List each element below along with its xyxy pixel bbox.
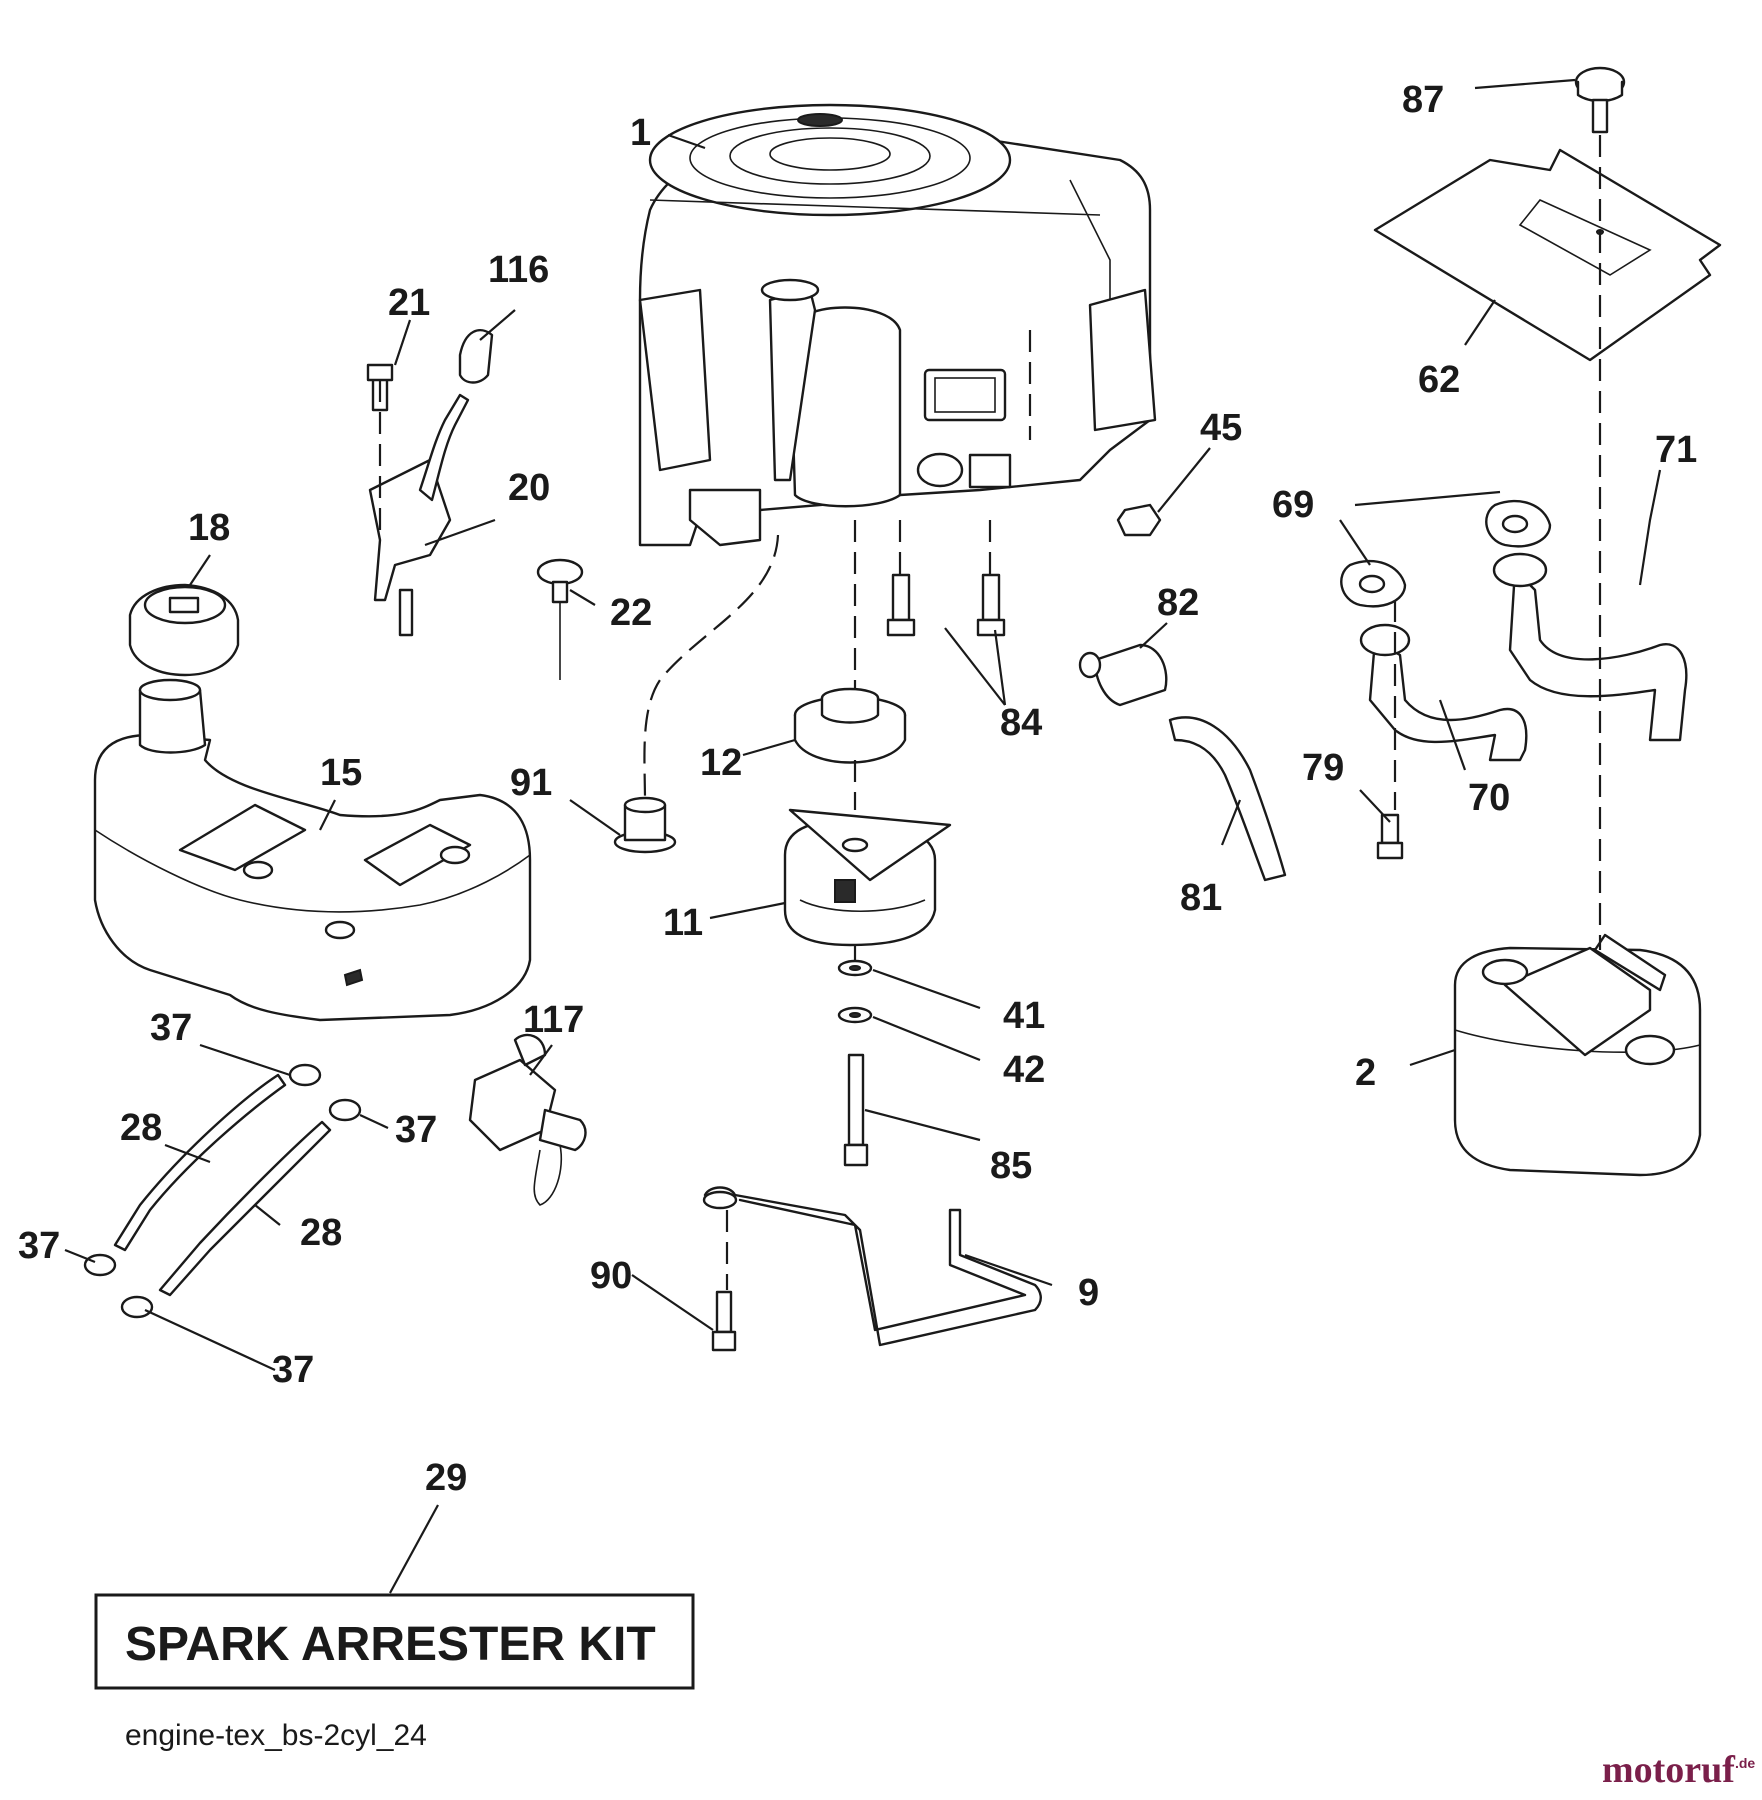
gasket-drawing bbox=[1340, 499, 1552, 608]
part-label-9: 9 bbox=[1078, 1272, 1099, 1314]
part-label-37-top: 37 bbox=[150, 1007, 192, 1049]
part-label-22: 22 bbox=[610, 592, 652, 634]
pulley-12-drawing bbox=[793, 687, 907, 764]
muffler-drawing bbox=[1453, 933, 1702, 1177]
part-label-45: 45 bbox=[1200, 407, 1242, 449]
part-label-82: 82 bbox=[1157, 582, 1199, 624]
part-label-28-upper: 28 bbox=[120, 1107, 162, 1149]
bushing-91-drawing bbox=[613, 796, 677, 854]
alignment-lines bbox=[378, 135, 1602, 1290]
part-label-69: 69 bbox=[1272, 484, 1314, 526]
part-label-81: 81 bbox=[1180, 877, 1222, 919]
part-label-70: 70 bbox=[1468, 777, 1510, 819]
throttle-control-drawing bbox=[366, 329, 584, 680]
watermark-logo: motoruf.de bbox=[1602, 1749, 1755, 1791]
washer-drawing bbox=[837, 959, 873, 1024]
screw-79-drawing bbox=[1376, 813, 1404, 860]
rod-9-drawing bbox=[702, 1186, 1042, 1347]
part-label-90: 90 bbox=[590, 1255, 632, 1297]
part-label-28-lower: 28 bbox=[300, 1212, 342, 1254]
exhaust-pipes-drawing bbox=[1359, 552, 1688, 762]
shutoff-valve-drawing bbox=[468, 1033, 587, 1206]
part-label-91: 91 bbox=[510, 762, 552, 804]
part-label-62: 62 bbox=[1418, 359, 1460, 401]
engine-drawing bbox=[638, 103, 1157, 547]
part-label-37-right: 37 bbox=[395, 1109, 437, 1151]
part-label-11: 11 bbox=[663, 902, 703, 944]
part-label-1: 1 bbox=[630, 112, 651, 154]
part-label-37-left: 37 bbox=[18, 1225, 60, 1267]
diagram-code: engine-tex_bs-2cyl_24 bbox=[125, 1719, 427, 1752]
part-label-117: 117 bbox=[523, 999, 584, 1041]
part-label-2: 2 bbox=[1355, 1052, 1376, 1094]
spark-arrester-kit-label: SPARK ARRESTER KIT bbox=[125, 1618, 656, 1671]
part-label-85: 85 bbox=[990, 1145, 1032, 1187]
fuel-cap-drawing bbox=[128, 583, 240, 677]
part-label-87: 87 bbox=[1402, 79, 1444, 121]
part-label-21: 21 bbox=[388, 282, 430, 324]
bolt-85-drawing bbox=[843, 1053, 869, 1167]
part-label-15: 15 bbox=[320, 752, 362, 794]
part-label-79: 79 bbox=[1302, 747, 1344, 789]
part-label-84: 84 bbox=[1000, 702, 1042, 744]
part-label-71: 71 bbox=[1655, 429, 1697, 471]
spark-arrester-kit-box bbox=[94, 1593, 695, 1690]
part-label-37-bottom: 37 bbox=[272, 1349, 314, 1391]
fuel-hoses-drawing bbox=[83, 1063, 362, 1319]
part-label-18: 18 bbox=[188, 507, 230, 549]
bolt-90-drawing bbox=[711, 1290, 737, 1352]
part-label-116: 116 bbox=[488, 249, 549, 291]
part-label-29: 29 bbox=[425, 1457, 467, 1499]
bolt-84-drawing bbox=[886, 573, 1006, 637]
hose-81-drawing bbox=[1078, 643, 1287, 882]
clutch-11-drawing bbox=[783, 808, 952, 947]
part-label-20: 20 bbox=[508, 467, 550, 509]
part-label-12: 12 bbox=[700, 742, 742, 784]
leader-lines bbox=[64, 78, 1662, 1594]
fuel-tank-drawing bbox=[93, 678, 532, 1022]
part-labels: 1 87 62 45 69 71 70 79 82 81 84 12 91 11… bbox=[18, 79, 1697, 1499]
screw-87-drawing bbox=[1574, 66, 1626, 134]
heat-shield-drawing bbox=[1373, 148, 1722, 362]
part-label-42: 42 bbox=[1003, 1049, 1045, 1091]
part-label-41: 41 bbox=[1003, 995, 1045, 1037]
nut-45-drawing bbox=[1116, 503, 1162, 537]
